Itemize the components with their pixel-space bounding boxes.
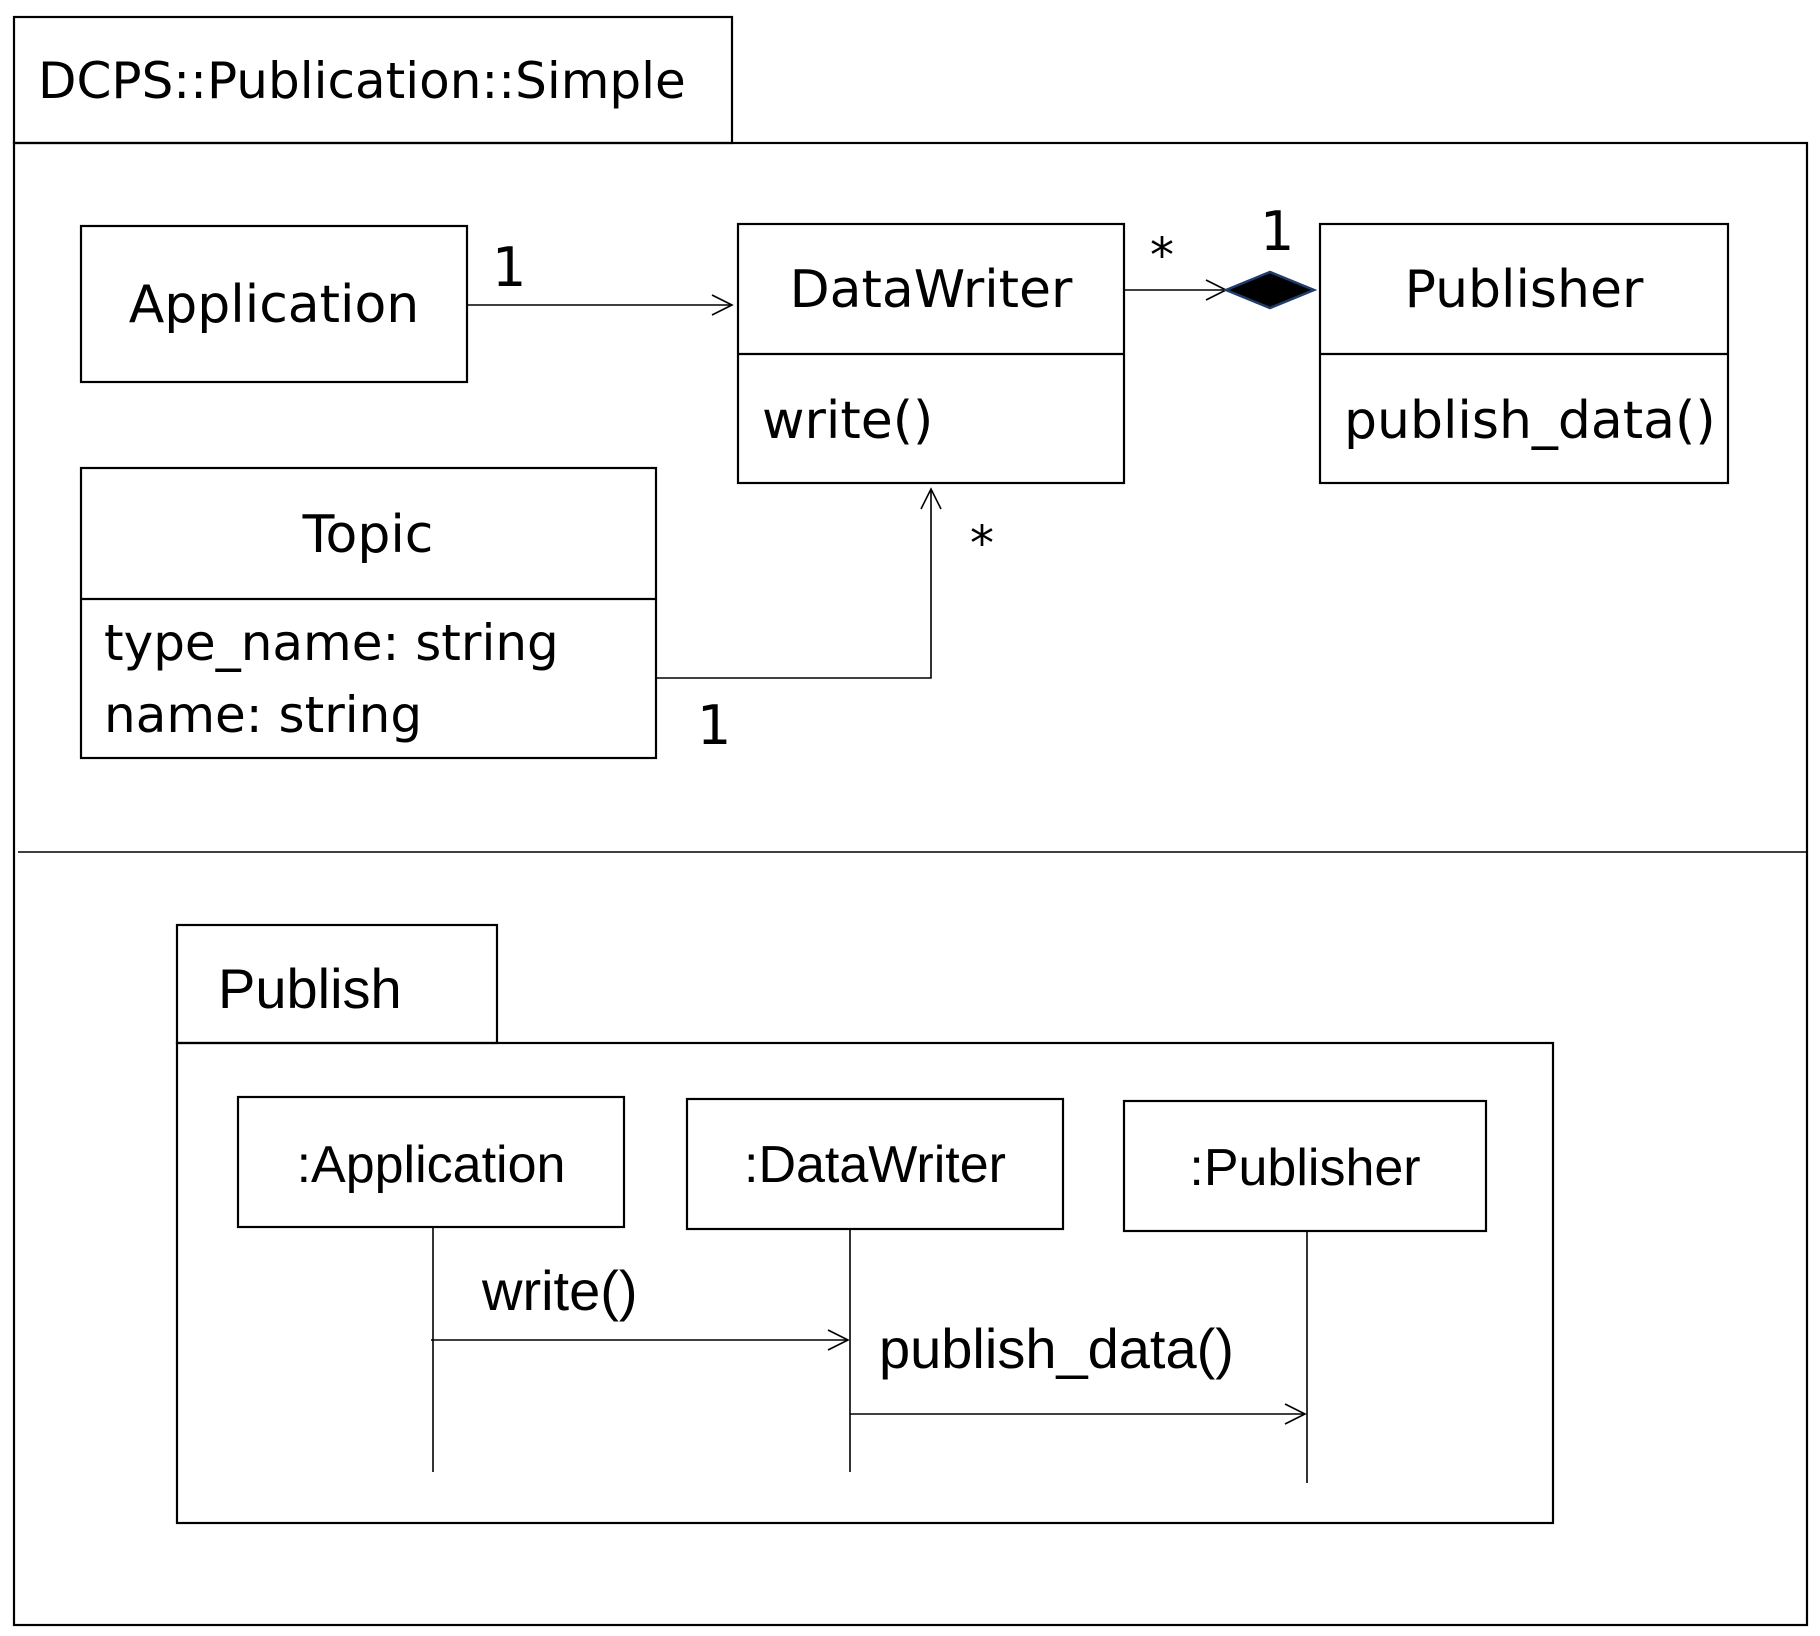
- class-application-box: [79, 224, 469, 384]
- association-app-to-writer: 1: [467, 236, 734, 316]
- message-label: write(): [481, 1259, 638, 1322]
- association-line: [656, 487, 942, 679]
- composition-diamond-icon: [1222, 270, 1318, 310]
- message-publish-data: publish_data(): [850, 1317, 1307, 1425]
- lifeline-label: :Application: [297, 1136, 566, 1194]
- class-topic[interactable]: Topic type_name: string name: string: [79, 466, 658, 760]
- message-label: publish_data(): [879, 1317, 1234, 1380]
- package-title: DCPS::Publication::Simple: [38, 52, 686, 110]
- class-topic-attribute: name: string: [104, 686, 422, 744]
- lifeline-publisher[interactable]: :Publisher: [1122, 1099, 1488, 1483]
- package-body: [12, 141, 1809, 1627]
- class-publisher-name: Publisher: [1405, 260, 1644, 320]
- lifeline-head: [236, 1095, 626, 1229]
- class-application[interactable]: Application: [79, 224, 469, 384]
- lifeline-head: [685, 1097, 1065, 1231]
- multiplicity-label: 1: [1260, 200, 1294, 263]
- class-topic-name: Topic: [302, 505, 434, 565]
- multiplicity-label: 1: [697, 694, 731, 757]
- association-topic-to-writer: 1 *: [656, 487, 994, 757]
- lifeline-head: [1122, 1099, 1488, 1233]
- class-topic-box: [79, 466, 658, 760]
- class-publisher[interactable]: Publisher publish_data(): [1318, 222, 1730, 485]
- class-publisher-operation: publish_data(): [1344, 391, 1716, 451]
- class-application-name: Application: [129, 275, 420, 335]
- multiplicity-label: 1: [492, 236, 526, 299]
- class-topic-attribute: type_name: string: [104, 614, 559, 672]
- lifeline-label: :Publisher: [1189, 1139, 1420, 1197]
- sequence-frame: Publish: [175, 923, 1555, 1525]
- multiplicity-label: *: [970, 516, 994, 572]
- message-write: write(): [431, 1259, 850, 1351]
- lifeline-datawriter[interactable]: :DataWriter: [685, 1097, 1065, 1472]
- package-frame: DCPS::Publication::Simple: [12, 15, 1809, 1627]
- class-datawriter-operation: write(): [762, 391, 933, 451]
- class-datawriter-name: DataWriter: [790, 260, 1073, 320]
- lifeline-application[interactable]: :Application: [236, 1095, 626, 1472]
- lifeline-label: :DataWriter: [744, 1136, 1006, 1194]
- association-writer-to-publisher: * 1: [1124, 200, 1318, 310]
- sequence-frame-title: Publish: [218, 957, 402, 1020]
- class-datawriter[interactable]: DataWriter write(): [736, 222, 1126, 485]
- sequence-frame-body: [175, 1041, 1555, 1525]
- multiplicity-label: *: [1150, 228, 1174, 284]
